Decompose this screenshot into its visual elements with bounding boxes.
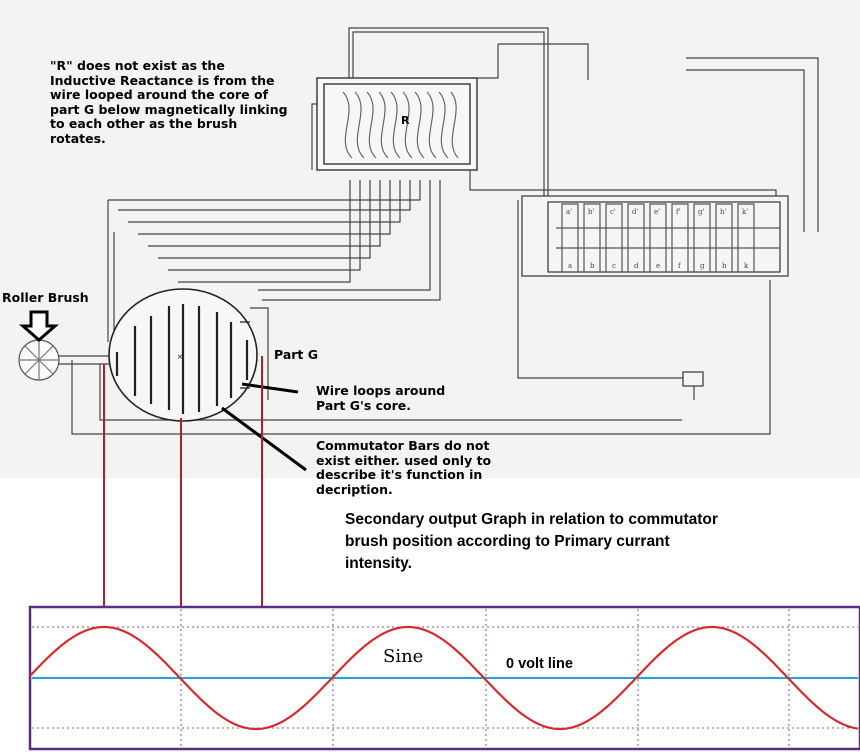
svg-text:e': e' (654, 208, 660, 216)
roller-brush-label: Roller Brush (2, 290, 89, 305)
svg-text:k: k (744, 262, 749, 270)
graph-grid (32, 609, 858, 747)
arrow-down-icon (19, 310, 59, 342)
r-explanation-note: "R" does not exist as the Inductive Reac… (50, 58, 288, 146)
svg-text:h': h' (720, 208, 727, 216)
part-g-label: Part G (274, 347, 319, 362)
wire-loops-note: Wire loops around Part G's core. (316, 383, 446, 413)
sine-label: Sine (383, 646, 424, 667)
zero-volt-label: 0 volt line (506, 656, 573, 672)
svg-text:c: c (612, 262, 616, 270)
svg-text:g': g' (698, 208, 704, 216)
part-g-core (108, 288, 258, 422)
svg-text:d': d' (632, 208, 638, 216)
svg-text:d: d (634, 262, 639, 270)
svg-text:c': c' (610, 208, 616, 216)
svg-text:a: a (568, 262, 572, 270)
coil-r-label: R (401, 114, 410, 127)
coil-r (316, 77, 478, 171)
svg-text:h: h (722, 262, 727, 270)
output-graph (28, 605, 860, 751)
svg-text:f': f' (676, 208, 681, 216)
svg-text:k': k' (742, 208, 748, 216)
graph-title: Secondary output Graph in relation to co… (345, 511, 718, 572)
svg-text:b': b' (588, 208, 594, 216)
svg-text:f: f (678, 262, 682, 270)
svg-text:a': a' (566, 208, 572, 216)
commutator-block: a' b' c' d' e' f' g' h' k' a b c d e f g h k (521, 195, 789, 387)
svg-text:g: g (700, 262, 705, 270)
commutator-bars-note: Commutator Bars do not exist either. use… (316, 438, 492, 497)
annotation-pointers (221, 382, 307, 472)
svg-text:e: e (656, 262, 660, 270)
svg-text:b: b (590, 262, 595, 270)
center-mark: × (177, 352, 183, 363)
sine-wave (29, 625, 859, 731)
